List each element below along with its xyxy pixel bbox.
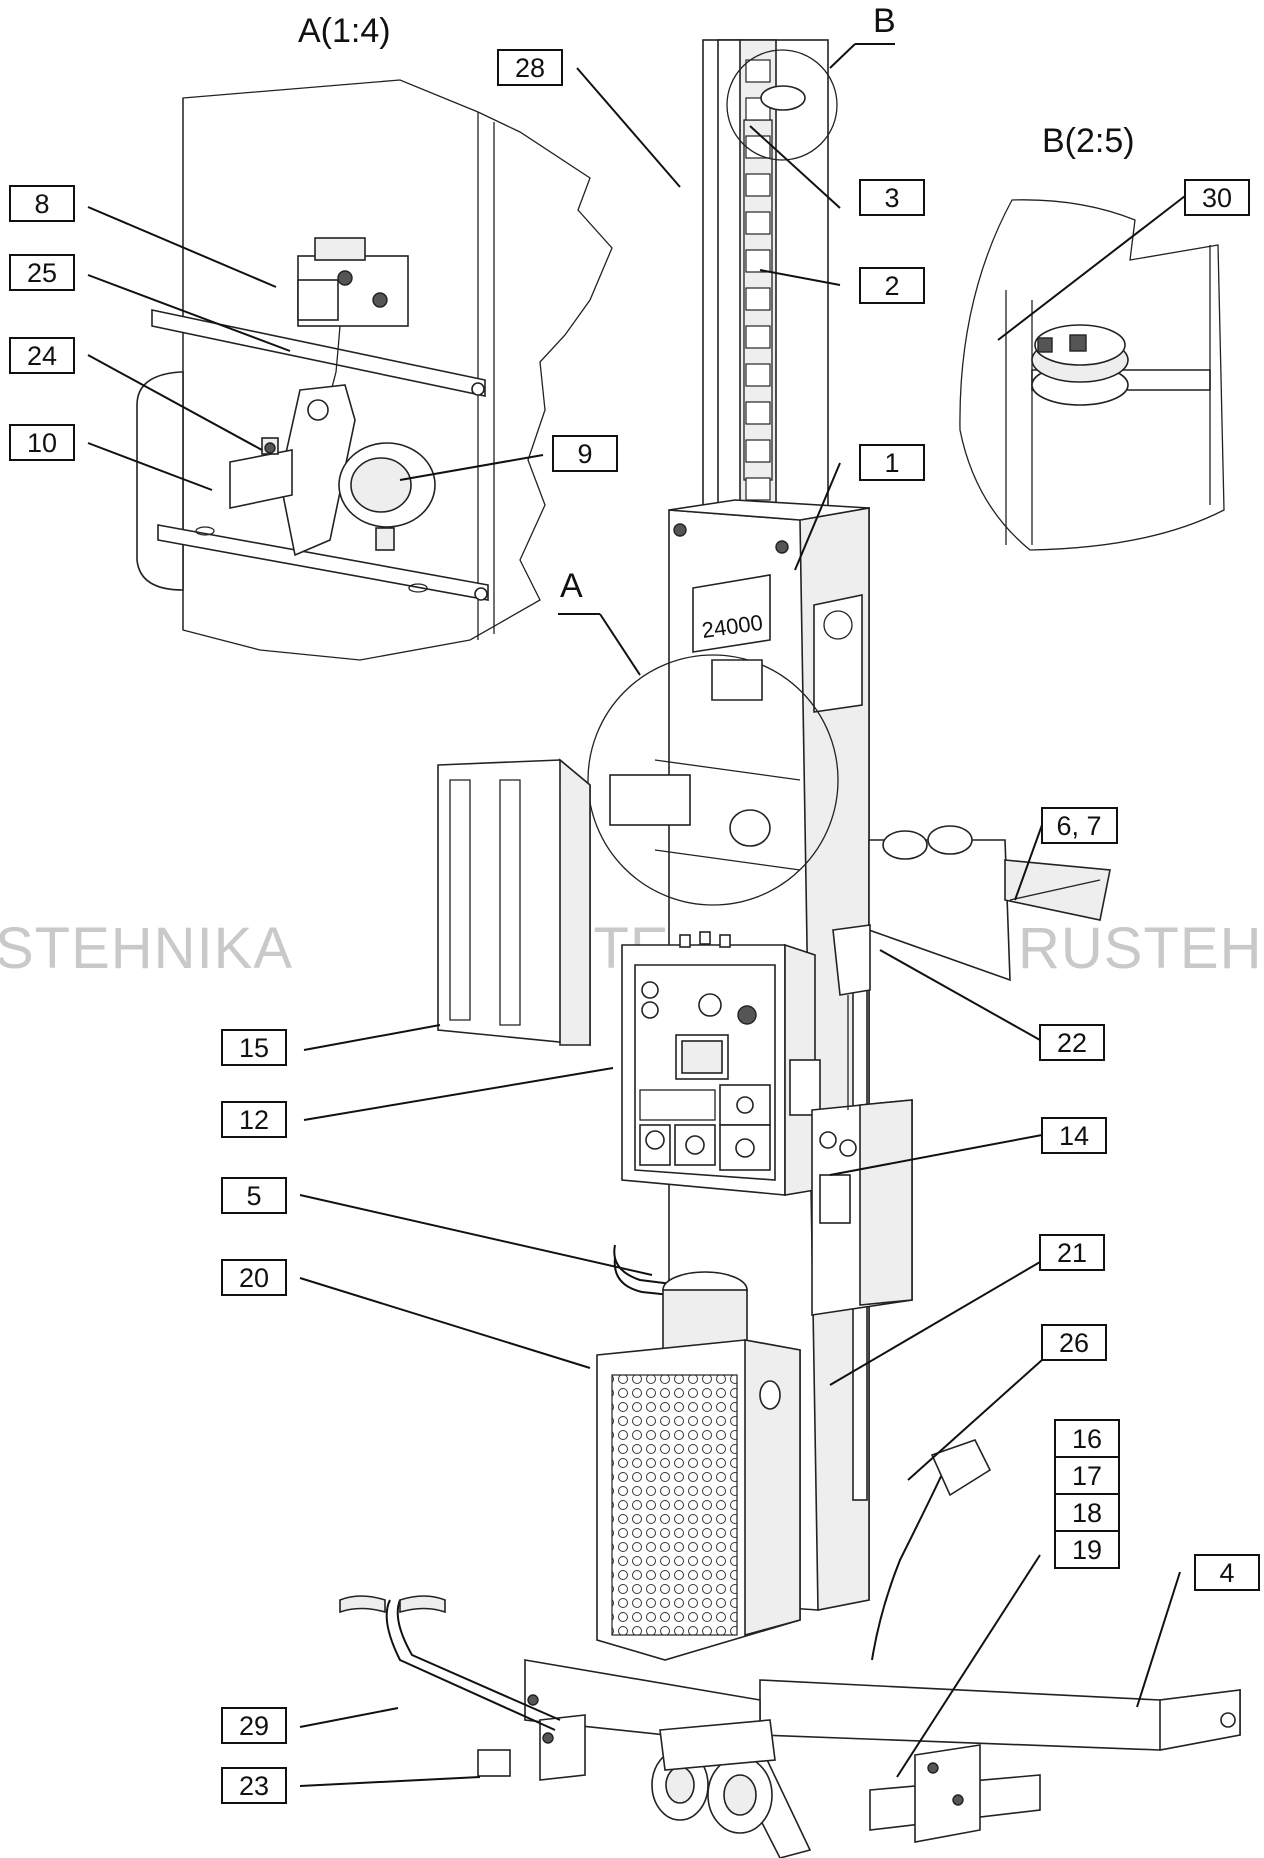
base-frame (524, 1659, 1241, 1858)
detail-view-a: A(1:4) (136, 12, 613, 661)
svg-text:21: 21 (1057, 1238, 1087, 1268)
svg-text:2: 2 (884, 271, 899, 301)
watermark-right: RUSTEH (1018, 916, 1262, 981)
callout-30: 30 (1184, 179, 1250, 216)
rack-tooth (745, 173, 771, 197)
svg-text:10: 10 (27, 428, 57, 458)
callout-14: 14 (1041, 1117, 1107, 1154)
svg-text:16: 16 (1072, 1424, 1102, 1454)
svg-text:14: 14 (1059, 1121, 1089, 1151)
pendant-remote (811, 1099, 913, 1316)
capacity-nameplate: 24000 (692, 574, 771, 653)
cover-panel (437, 758, 591, 1046)
callout-26: 26 (1041, 1324, 1107, 1361)
svg-text:29: 29 (239, 1711, 269, 1741)
callout-16: 16 (1054, 1419, 1120, 1458)
callout-17: 17 (1054, 1456, 1120, 1495)
svg-text:25: 25 (27, 258, 57, 288)
rack-tooth (745, 325, 771, 349)
callout-19: 19 (1054, 1530, 1120, 1569)
callout-18: 18 (1054, 1493, 1120, 1532)
callout-21: 21 (1039, 1234, 1105, 1271)
rack-tooth (745, 249, 771, 273)
rack-tooth (745, 211, 771, 235)
callout-23: 23 (221, 1767, 287, 1804)
callout-25: 25 (9, 254, 75, 291)
svg-text:28: 28 (515, 53, 545, 83)
callout-8: 8 (9, 185, 75, 222)
callout-15: 15 (221, 1029, 287, 1066)
svg-text:22: 22 (1057, 1028, 1087, 1058)
svg-text:4: 4 (1219, 1558, 1234, 1588)
svg-text:20: 20 (239, 1263, 269, 1293)
svg-text:12: 12 (239, 1105, 269, 1135)
rack-tooth (745, 439, 771, 463)
rack-tooth (745, 363, 771, 387)
callout-29: 29 (221, 1707, 287, 1744)
svg-text:9: 9 (577, 439, 592, 469)
detail-a-title: A(1:4) (298, 12, 391, 50)
callout-9: 9 (552, 435, 618, 472)
marker-a: A (560, 567, 583, 605)
callout-10: 10 (9, 424, 75, 461)
callout-6-7: 6, 7 (1041, 807, 1118, 844)
svg-text:19: 19 (1072, 1535, 1102, 1565)
callout-1: 1 (859, 444, 925, 481)
svg-text:15: 15 (239, 1033, 269, 1063)
watermark-left: STEHNIKA (0, 916, 293, 981)
callout-3: 3 (859, 179, 925, 216)
castor-wheels (651, 1719, 776, 1834)
callout-labels: 28 3 2 1 30 8 25 24 10 9 6, 7 22 15 12 1… (9, 49, 1260, 1804)
svg-text:23: 23 (239, 1771, 269, 1801)
callout-5: 5 (221, 1177, 287, 1214)
svg-text:18: 18 (1072, 1498, 1102, 1528)
motor-housing (596, 1271, 801, 1661)
main-column-assembly: B 24000 A (339, 2, 1241, 1858)
main-control-box (621, 931, 816, 1196)
svg-text:5: 5 (246, 1181, 261, 1211)
callout-4: 4 (1194, 1554, 1260, 1591)
callout-22: 22 (1039, 1024, 1105, 1061)
svg-text:24: 24 (27, 341, 57, 371)
svg-text:17: 17 (1072, 1461, 1102, 1491)
detail-b-title: B(2:5) (1042, 122, 1135, 160)
svg-text:30: 30 (1202, 183, 1232, 213)
callout-12: 12 (221, 1101, 287, 1138)
rack-tooth (745, 477, 771, 501)
callout-2: 2 (859, 267, 925, 304)
rack-tooth (745, 401, 771, 425)
svg-text:6, 7: 6, 7 (1056, 811, 1101, 841)
svg-text:1: 1 (884, 448, 899, 478)
callout-20: 20 (221, 1259, 287, 1296)
svg-text:26: 26 (1059, 1328, 1089, 1358)
rack-tooth (745, 287, 771, 311)
marker-b: B (873, 2, 896, 40)
detail-view-b: B(2:5) (959, 122, 1225, 551)
leader-lines (87, 67, 1186, 1787)
callout-28: 28 (497, 49, 563, 86)
svg-text:8: 8 (34, 189, 49, 219)
callout-24: 24 (9, 337, 75, 374)
rack-tooth (745, 59, 771, 83)
tow-handle (339, 1595, 561, 1777)
svg-text:3: 3 (884, 183, 899, 213)
